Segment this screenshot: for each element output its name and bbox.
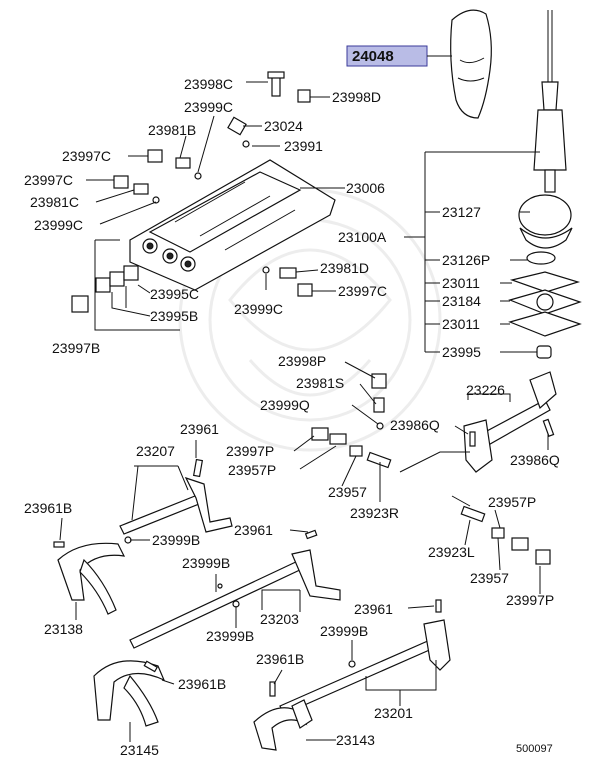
part-label-23998P[interactable]: 23998P [278,353,326,369]
part-label-23999B-c[interactable]: 23999B [206,628,254,644]
part-label-23997P-a[interactable]: 23997P [226,443,274,459]
part-label-23999Q[interactable]: 23999Q [260,397,310,413]
part-labels: 23998C 23998D 23999C 23024 23981B 23991 … [24,76,560,758]
part-label-23923L[interactable]: 23923L [428,544,475,560]
part-label-23999C-c[interactable]: 23999C [234,301,283,317]
part-label-23997P-b[interactable]: 23997P [506,592,554,608]
part-label-23145[interactable]: 23145 [120,742,159,758]
plugs-and-springs [71,71,313,313]
part-label-23961B-c[interactable]: 23961B [178,676,226,692]
part-label-23957-b[interactable]: 23957 [470,570,509,586]
part-label-23999B-d[interactable]: 23999B [320,623,368,639]
part-label-23995B[interactable]: 23995B [150,308,198,324]
part-label-23981S[interactable]: 23981S [296,375,344,391]
svg-text:24048: 24048 [352,48,394,65]
part-label-23997B[interactable]: 23997B [52,340,100,356]
part-label-23999B-b[interactable]: 23999B [182,555,230,571]
part-label-23999C-b[interactable]: 23999C [34,217,83,233]
part-label-23981C[interactable]: 23981C [30,194,79,210]
part-label-23207[interactable]: 23207 [136,443,175,459]
part-label-23024[interactable]: 23024 [264,118,303,134]
part-label-23184[interactable]: 23184 [442,293,481,309]
part-label-23126P[interactable]: 23126P [442,252,490,268]
part-label-23986Q-a[interactable]: 23986Q [390,417,440,433]
part-label-23998C[interactable]: 23998C [184,76,233,92]
part-label-23226[interactable]: 23226 [466,382,505,398]
leader-lines-lower [59,361,549,742]
part-label-23138[interactable]: 23138 [44,621,83,637]
part-label-23997C-a[interactable]: 23997C [62,148,111,164]
part-label-23143[interactable]: 23143 [336,732,375,748]
part-label-23981D[interactable]: 23981D [320,260,369,276]
part-label-23011-a[interactable]: 23011 [442,275,480,291]
part-label-23127[interactable]: 23127 [442,204,481,220]
part-label-23961B-a[interactable]: 23961B [24,500,72,516]
part-label-23203[interactable]: 23203 [260,611,299,627]
part-label-23995[interactable]: 23995 [442,344,481,360]
part-label-23999B-a[interactable]: 23999B [152,532,200,548]
part-label-23006[interactable]: 23006 [346,180,385,196]
shift-rods-drawing [53,371,557,751]
part-label-23961-c[interactable]: 23961 [354,601,393,617]
leader-lines-upper [86,81,336,317]
shift-cover-drawing [129,159,336,291]
part-label-23997C-b[interactable]: 23997C [24,172,73,188]
part-label-23991[interactable]: 23991 [284,138,323,154]
part-label-23998D[interactable]: 23998D [332,89,381,105]
part-label-23201[interactable]: 23201 [374,705,413,721]
shift-knob-drawing [450,9,492,119]
doc-code: 500097 [516,743,553,755]
part-label-23957P-a[interactable]: 23957P [228,462,276,478]
part-label-23986Q-b[interactable]: 23986Q [510,452,560,468]
part-label-23100A[interactable]: 23100A [338,229,387,245]
part-label-23957P-b[interactable]: 23957P [488,494,536,510]
part-label-23011-b[interactable]: 23011 [442,316,480,332]
part-label-23961B-b[interactable]: 23961B [256,651,304,667]
part-label-23981B-a[interactable]: 23981B [148,122,196,138]
part-label-23961-b[interactable]: 23961 [234,522,273,538]
part-label-23961-a[interactable]: 23961 [180,421,219,437]
part-label-24048[interactable]: 24048 [346,45,428,67]
part-label-23923R[interactable]: 23923R [350,505,399,521]
shift-lever-drawing [508,10,582,359]
part-label-23957-a[interactable]: 23957 [328,484,367,500]
part-label-23995C[interactable]: 23995C [150,286,199,302]
part-label-23997C-c[interactable]: 23997C [338,283,387,299]
part-label-23999C-a[interactable]: 23999C [184,99,233,115]
